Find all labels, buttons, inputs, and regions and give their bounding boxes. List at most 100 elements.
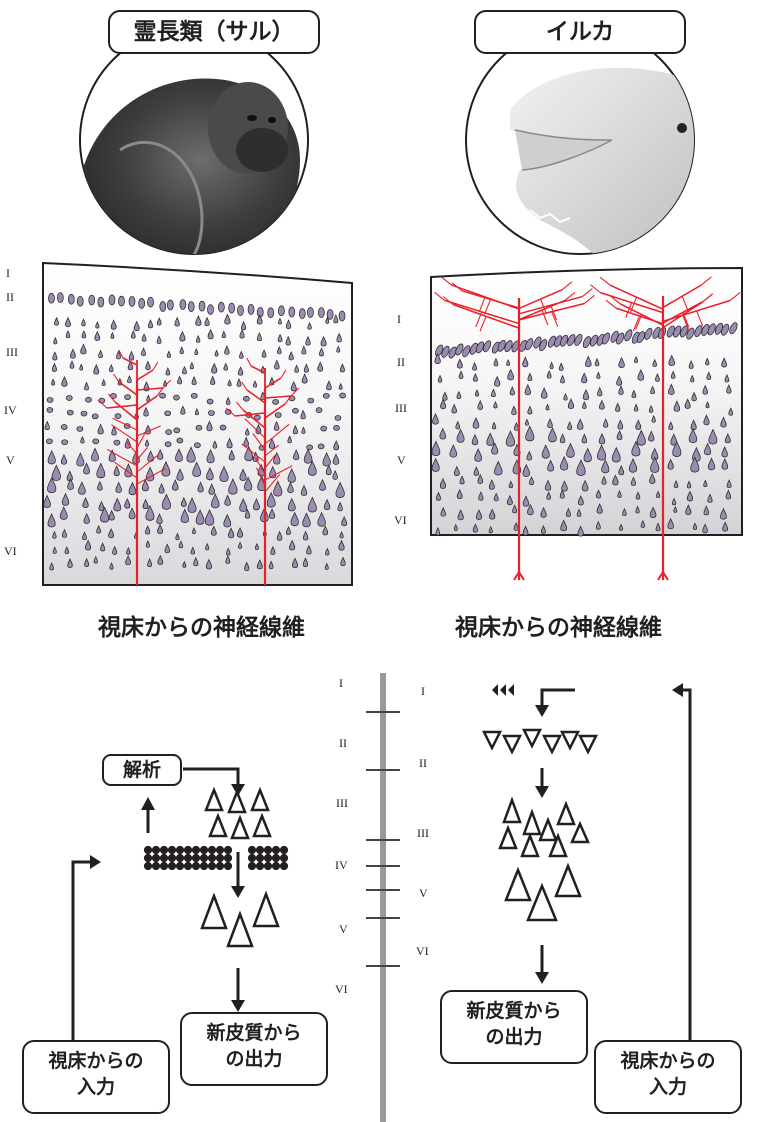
left-arrowheads <box>90 784 245 1012</box>
granule-dot <box>192 846 199 853</box>
granule-dot <box>192 862 199 869</box>
granule-dot <box>256 862 263 869</box>
granule-dot <box>248 854 255 861</box>
dolphin-layer-label: I <box>397 312 401 327</box>
neuron-cell <box>165 411 171 416</box>
granule-dot <box>200 846 207 853</box>
primate-layer-label: V <box>6 453 15 468</box>
neuron-cell <box>47 397 53 402</box>
neuron-cell <box>89 295 95 305</box>
granule-dot <box>160 846 167 853</box>
right-input-line1: 視床からの <box>596 1048 740 1074</box>
granule-dot <box>248 846 255 853</box>
neuron-cell <box>307 445 313 450</box>
granule-dot <box>256 854 263 861</box>
neuron-cell <box>148 297 154 307</box>
right-inverted-triangles <box>484 730 596 752</box>
schematic-left-layer: VI <box>335 982 348 997</box>
granule-dot <box>264 862 271 869</box>
neuron-cell <box>139 298 145 308</box>
granule-dot <box>272 846 279 853</box>
neuron-cell <box>180 300 186 310</box>
granule-dot <box>256 846 263 853</box>
granule-dot <box>152 862 159 869</box>
neuron-cell <box>208 305 214 315</box>
neuron-cell <box>191 393 197 398</box>
neuron-cell <box>273 399 279 404</box>
neuron-cell <box>93 439 99 444</box>
granule-dot <box>216 846 223 853</box>
neuron-cell <box>199 301 205 311</box>
neuron-cell <box>278 306 284 316</box>
dolphin-caption: 視床からの神経線維 <box>455 608 662 642</box>
neuron-cell <box>248 304 254 314</box>
neuron-cell <box>289 307 295 317</box>
right-output-box: 新皮質から の出力 <box>440 990 588 1064</box>
granule-dot <box>264 854 271 861</box>
dolphin-layer-label: VI <box>394 513 407 528</box>
granule-dot <box>184 854 191 861</box>
neuron-cell <box>208 411 214 416</box>
granule-dot <box>280 854 287 861</box>
neuron-cell <box>218 302 224 312</box>
neuron-cell <box>194 443 200 448</box>
analysis-box: 解析 <box>102 754 182 786</box>
neuron-cell <box>327 309 333 319</box>
right-output-line1: 新皮質から <box>442 998 586 1024</box>
granule-dot <box>216 862 223 869</box>
neuron-cell <box>61 425 67 430</box>
granule-dot <box>200 862 207 869</box>
granule-dot <box>224 862 231 869</box>
granule-dot <box>280 862 287 869</box>
neuron-cell <box>339 311 345 321</box>
granule-dot <box>168 846 175 853</box>
primate-layer-label: IV <box>4 403 17 418</box>
right-pyramidal-cells <box>500 800 588 920</box>
neuron-cell <box>299 309 305 319</box>
neuron-cell <box>174 428 180 433</box>
granule-dot <box>168 862 175 869</box>
neuron-cell <box>333 425 339 430</box>
neuron-cell <box>307 307 313 317</box>
neuron-cell <box>321 426 327 431</box>
neuron-cell <box>77 426 83 431</box>
granule-dot <box>176 862 183 869</box>
neuron-cell <box>196 425 202 430</box>
neuron-cell <box>173 395 179 400</box>
primate-layer-label: II <box>6 290 14 305</box>
dolphin-photo <box>466 26 706 260</box>
granule-dot <box>216 854 223 861</box>
neuron-cell <box>81 411 87 416</box>
neuron-cell <box>188 302 194 312</box>
schematic-right-layer: I <box>421 684 425 699</box>
left-input-line1: 視床からの <box>24 1048 168 1074</box>
neuron-cell <box>207 399 213 404</box>
neuron-cell <box>316 408 322 413</box>
right-output-line2: の出力 <box>442 1024 586 1050</box>
neuron-cell <box>160 393 166 398</box>
neuron-cell <box>229 303 235 313</box>
granule-dot <box>280 846 287 853</box>
neuron-cell <box>237 305 243 315</box>
neuron-cell <box>114 440 120 445</box>
granule-dot <box>176 854 183 861</box>
schematic-left-layer: III <box>336 796 348 811</box>
neuron-cell <box>109 295 115 305</box>
granule-dot <box>184 862 191 869</box>
dolphin-layer-label: III <box>395 401 407 416</box>
neuron-cell <box>118 296 124 306</box>
right-arrows <box>542 690 690 1040</box>
neuron-cell <box>46 439 52 444</box>
granule-dot <box>144 862 151 869</box>
neuron-cell <box>62 440 68 445</box>
schematic-right-layer: V <box>419 886 428 901</box>
dolphin-cortex-panel <box>431 268 742 580</box>
left-input-box: 視床からの 入力 <box>22 1040 170 1114</box>
dolphin-layer-label: II <box>397 355 405 370</box>
neuron-cell <box>115 414 121 419</box>
primate-cortex-panel <box>43 263 352 585</box>
monkey-photo <box>80 26 308 260</box>
granule-dot <box>152 854 159 861</box>
granule-dot <box>200 854 207 861</box>
